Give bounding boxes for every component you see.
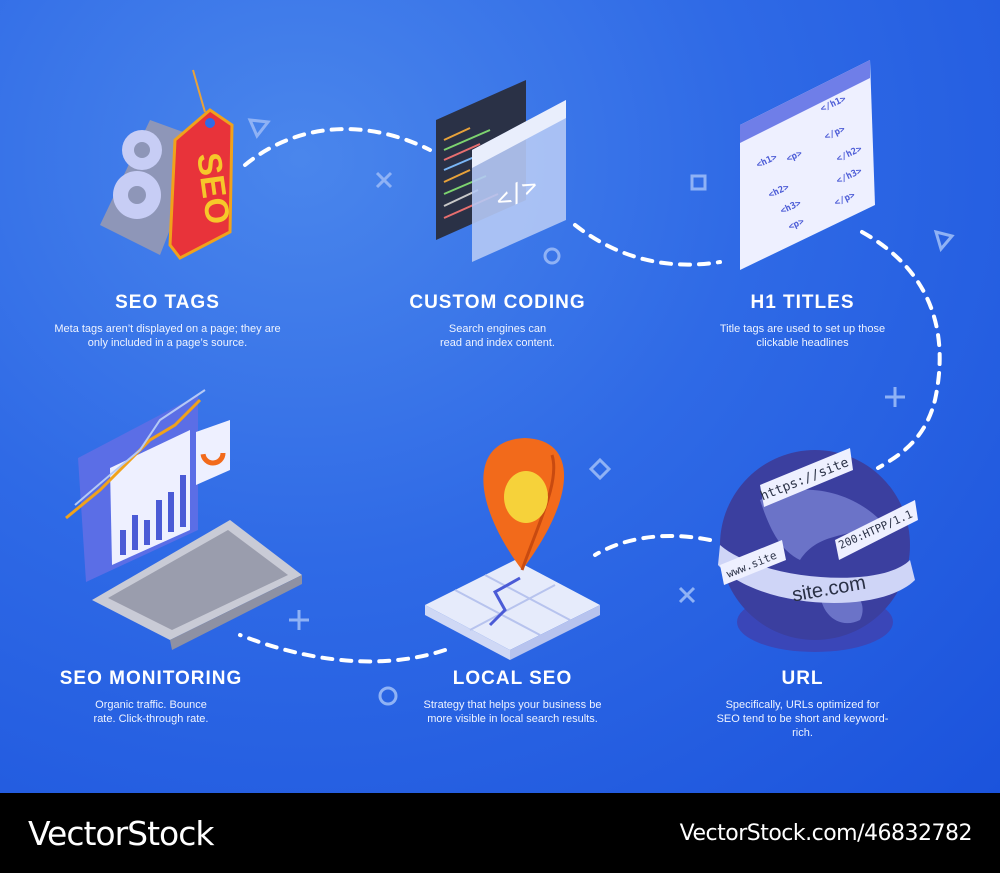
step-local-seo: LOCAL SEO Strategy that helps your busin…: [410, 668, 615, 726]
gear-icon: [113, 130, 162, 219]
infographic-canvas: SEO </> </h1> <h1>: [0, 0, 1000, 793]
step-title: CUSTOM CODING: [409, 292, 586, 313]
globe-url-icon: https://site www.site 200:HTPP/1.1 site.…: [718, 448, 918, 652]
step-title: H1 TITLES: [750, 292, 855, 313]
illustration-layer: SEO </> </h1> <h1>: [65, 60, 955, 706]
step-seo-tags: SEO TAGS Meta tags aren’t displayed on a…: [50, 292, 285, 350]
step-url: URL Specifically, URLs optimized for SEO…: [715, 668, 890, 740]
step-title: LOCAL SEO: [452, 668, 573, 689]
step-title: SEO MONITORING: [59, 668, 243, 689]
watermark-footer: VectorStock VectorStock.com/46832782: [0, 793, 1000, 873]
stock-id: VectorStock.com/46832782: [679, 820, 973, 846]
seo-tag-icon: SEO: [100, 69, 237, 260]
brand-logo: VectorStock: [28, 813, 214, 853]
map-pin-icon: [425, 438, 600, 660]
step-description: Search engines can read and index conten…: [440, 323, 555, 349]
step-title: URL: [781, 668, 824, 689]
step-seo-monitoring: SEO MONITORING Organic traffic. Bounce r…: [45, 668, 257, 726]
step-h1-titles: H1 TITLES Title tags are used to set up …: [705, 292, 900, 350]
step-description: Title tags are used to set up those clic…: [719, 323, 886, 349]
dashed-connector: [238, 127, 942, 664]
donut-chart-icon: [200, 440, 226, 466]
html-document-icon: </h1> <h1> <p> </p> <h2> </h2> <h3> </h3…: [740, 60, 875, 270]
step-description: Strategy that helps your business be mor…: [423, 699, 602, 725]
step-description: Specifically, URLs optimized for SEO ten…: [716, 699, 889, 739]
step-description: Meta tags aren’t displayed on a page; th…: [54, 323, 281, 349]
decor-shapes: [247, 118, 955, 706]
step-description: Organic traffic. Bounce rate. Click-thro…: [93, 699, 209, 725]
step-custom-coding: CUSTOM CODING Search engines can read an…: [390, 292, 605, 350]
laptop-analytics-icon: [65, 389, 302, 650]
code-window-icon: </>: [436, 80, 566, 262]
step-title: SEO TAGS: [115, 292, 220, 313]
